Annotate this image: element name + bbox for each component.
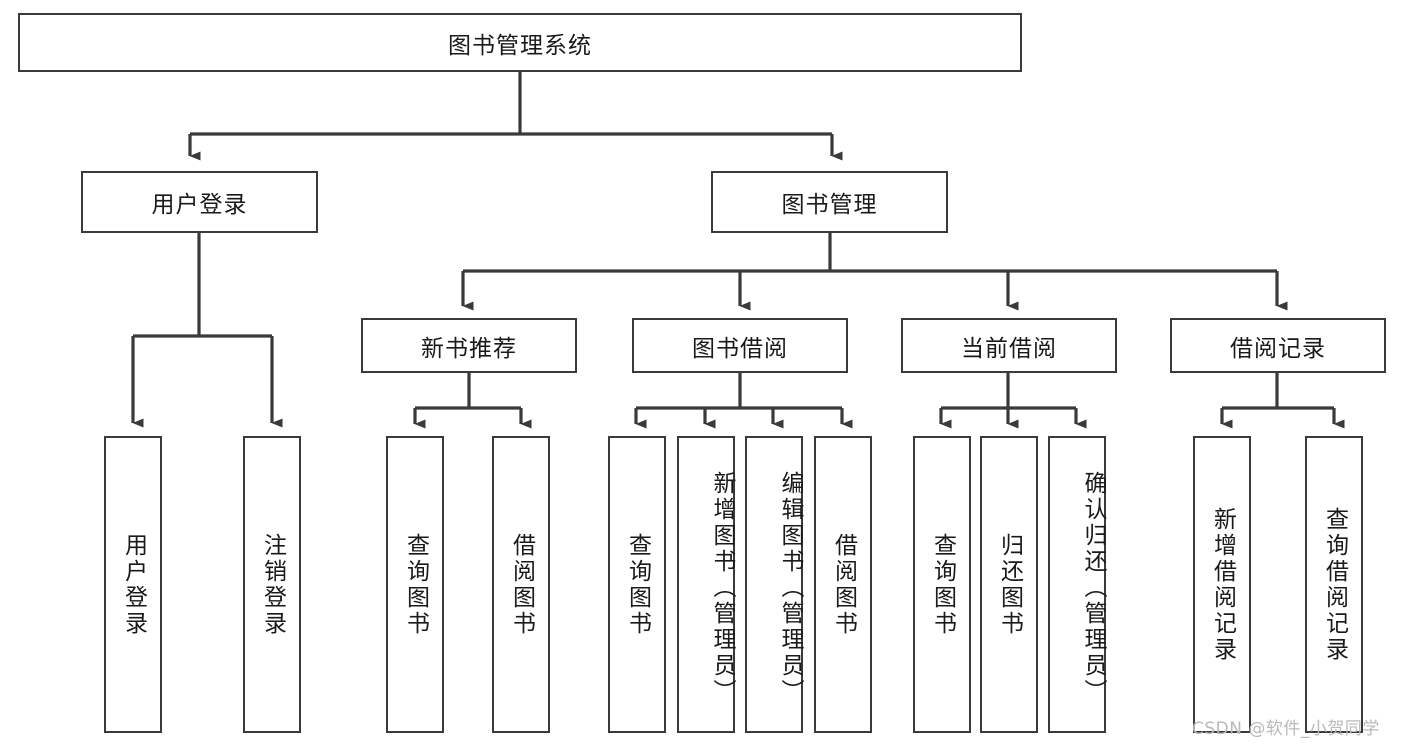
node-leaf-confirm-return-label: 确认归还（管理员） xyxy=(1080,470,1106,705)
node-leaf-query-book-2[interactable]: 查询图书 xyxy=(608,436,666,733)
node-current-borrow[interactable]: 当前借阅 xyxy=(901,318,1117,373)
node-leaf-user-login-label: 用户登录 xyxy=(120,532,147,637)
node-current-borrow-label: 当前借阅 xyxy=(961,335,1057,362)
node-book-borrow-label: 图书借阅 xyxy=(692,335,788,362)
node-leaf-user-logout[interactable]: 注销登录 xyxy=(243,436,301,733)
node-leaf-query-book-1-label: 查询图书 xyxy=(402,532,429,637)
node-book-borrow[interactable]: 图书借阅 xyxy=(632,318,848,373)
node-book-manage[interactable]: 图书管理 xyxy=(711,171,948,233)
node-borrow-record-label: 借阅记录 xyxy=(1230,335,1326,362)
node-root[interactable]: 图书管理系统 xyxy=(18,13,1022,72)
node-new-book-recommend-label: 新书推荐 xyxy=(421,335,517,362)
node-leaf-user-logout-label: 注销登录 xyxy=(259,532,286,637)
node-root-label: 图书管理系统 xyxy=(448,32,592,59)
node-leaf-borrow-book-1-label: 借阅图书 xyxy=(508,532,535,637)
node-leaf-query-record-label: 查询借阅记录 xyxy=(1321,506,1348,663)
node-leaf-user-login[interactable]: 用户登录 xyxy=(104,436,162,733)
node-leaf-query-record[interactable]: 查询借阅记录 xyxy=(1305,436,1363,733)
node-leaf-borrow-book-1[interactable]: 借阅图书 xyxy=(492,436,550,733)
watermark-text: CSDN @软件_小贺同学 xyxy=(1192,719,1380,739)
node-user-login-label: 用户登录 xyxy=(151,192,248,218)
node-leaf-borrow-book-2-label: 借阅图书 xyxy=(830,532,857,637)
node-leaf-return-book[interactable]: 归还图书 xyxy=(980,436,1038,733)
node-leaf-add-book[interactable]: 新增图书（管理员） xyxy=(677,436,735,733)
node-leaf-query-book-3[interactable]: 查询图书 xyxy=(913,436,971,733)
node-leaf-borrow-book-2[interactable]: 借阅图书 xyxy=(814,436,872,733)
node-leaf-add-record-label: 新增借阅记录 xyxy=(1209,506,1236,663)
node-borrow-record[interactable]: 借阅记录 xyxy=(1170,318,1386,373)
node-leaf-return-book-label: 归还图书 xyxy=(996,532,1023,637)
node-book-manage-label: 图书管理 xyxy=(781,192,878,218)
node-leaf-confirm-return[interactable]: 确认归还（管理员） xyxy=(1048,436,1106,733)
node-leaf-query-book-2-label: 查询图书 xyxy=(624,532,651,637)
node-leaf-edit-book[interactable]: 编辑图书（管理员） xyxy=(745,436,803,733)
node-leaf-query-book-3-label: 查询图书 xyxy=(929,532,956,637)
node-new-book-recommend[interactable]: 新书推荐 xyxy=(361,318,577,373)
node-user-login[interactable]: 用户登录 xyxy=(81,171,318,233)
node-leaf-edit-book-label: 编辑图书（管理员） xyxy=(777,470,803,705)
node-leaf-add-record[interactable]: 新增借阅记录 xyxy=(1193,436,1251,733)
node-leaf-add-book-label: 新增图书（管理员） xyxy=(709,470,735,705)
node-leaf-query-book-1[interactable]: 查询图书 xyxy=(386,436,444,733)
